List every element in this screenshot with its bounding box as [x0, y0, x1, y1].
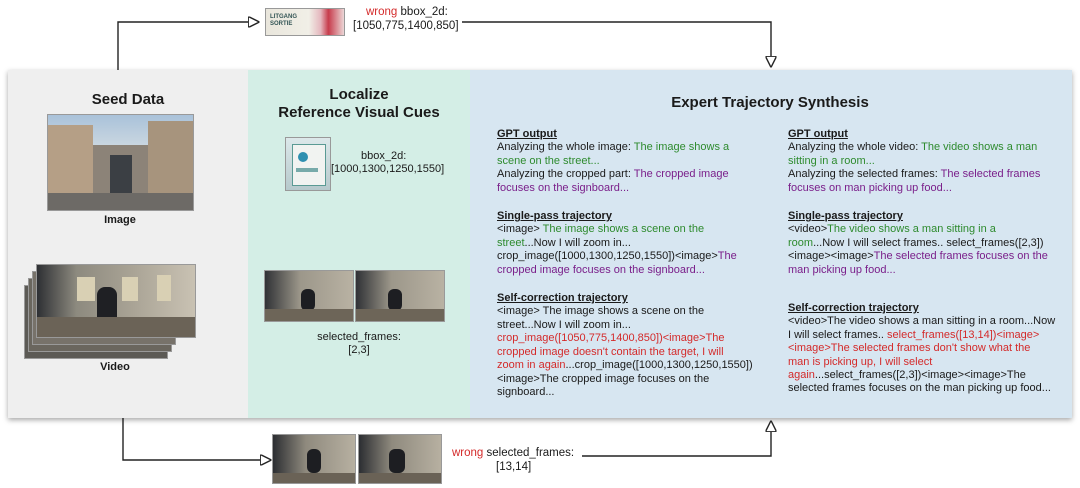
- arrow-seed-to-wrong-frames: [122, 418, 270, 460]
- synthesis-panel: [470, 70, 1072, 418]
- top-wrong-bbox-value: [1050,775,1400,850]: [353, 20, 459, 32]
- localize-frame-2: [264, 270, 354, 322]
- image-self-line5a: zoom in again: [497, 359, 566, 372]
- image-self-line6: <image>The cropped image focuses on the: [497, 372, 710, 385]
- image-gpt-line3a: Analyzing the cropped part:: [497, 168, 634, 181]
- localize-frame-3: [355, 270, 445, 322]
- image-single-heading: Single-pass trajectory: [497, 210, 612, 223]
- image-single-line2b: ...Now I will zoom in...: [524, 236, 631, 249]
- video-self-line5b: ...select_frames([2,3])<image><image>The: [814, 369, 1026, 382]
- image-gpt-line1b: The image shows a: [633, 141, 730, 154]
- image-self-line4: cropped image doesn't contain the target…: [497, 345, 724, 358]
- video-single-line2a: room: [788, 236, 814, 249]
- image-gpt-line3b: The cropped image: [633, 168, 729, 181]
- video-self-block: Self-correction trajectory <video>The vi…: [788, 302, 1070, 396]
- image-self-line3: crop_image([1050,775,1400,850])<image>Th…: [497, 332, 725, 345]
- synthesis-title: Expert Trajectory Synthesis: [671, 94, 869, 111]
- video-single-heading: Single-pass trajectory: [788, 210, 903, 223]
- seed-data-title: Seed Data: [91, 91, 165, 108]
- top-wrong-bbox-label: wrong bbox_2d:: [366, 6, 448, 19]
- localize-title-line2: Reference Visual Cues: [278, 104, 440, 121]
- localize-title-line1: Localize: [329, 86, 389, 103]
- video-self-line2b: select_frames([13,14])<image>: [887, 328, 1040, 341]
- video-self-line4: man is picking up, I will select: [788, 355, 933, 368]
- video-gpt-block: GPT output Analyzing the whole video: Th…: [788, 128, 1068, 277]
- image-self-line5b: ...crop_image([1000,1300,1250,1550]): [565, 359, 753, 372]
- image-self-line7: signboard...: [497, 385, 555, 398]
- video-self-line6: selected frames focuses on the man picki…: [788, 382, 1051, 395]
- image-gpt-line2: scene on the street...: [497, 154, 600, 167]
- image-self-heading: Self-correction trajectory: [497, 292, 628, 305]
- video-gpt-line3a: Analyzing the selected frames:: [788, 168, 941, 181]
- arrow-seed-to-wrong-bbox: [117, 22, 258, 70]
- video-gpt-line3b: The selected frames: [940, 168, 1041, 181]
- image-gpt-line4: focuses on the signboard...: [497, 181, 630, 194]
- image-self-line2: street...Now I will zoom in...: [497, 318, 631, 331]
- video-self-line3: <image>The selected frames don't show wh…: [788, 342, 1031, 355]
- image-single-line2a: street: [497, 236, 525, 249]
- arrow-wrong-bbox-to-synthesis: [462, 21, 771, 66]
- bottom-wrong-frames-value: [13,14]: [496, 461, 532, 473]
- bbox-label: bbox_2d:: [400, 6, 448, 18]
- video-gpt-line1a: Analyzing the whole video:: [788, 141, 922, 154]
- wrong-crop-sign-text: LITGANG SORTIE: [270, 14, 297, 27]
- video-single-line4: man picking up food...: [788, 263, 896, 276]
- localize-frames-value: [2,3]: [348, 344, 370, 356]
- image-gpt-line1a: Analyzing the whole image:: [497, 141, 634, 154]
- bottom-frames-label: selected_frames:: [486, 447, 575, 459]
- wrong-frame-13: [272, 434, 356, 484]
- localize-panel: [248, 70, 470, 418]
- bottom-wrong-tag: wrong: [452, 447, 484, 459]
- image-single-line1a: <image>: [497, 223, 543, 236]
- video-self-line1: <video>The video shows a man sitting in …: [788, 315, 1056, 328]
- video-single-line3a: <image><image>: [788, 250, 874, 263]
- image-single-line3b: The: [717, 250, 737, 263]
- video-self-heading: Self-correction trajectory: [788, 302, 919, 314]
- wrong-tag: wrong: [366, 6, 398, 18]
- localize-bbox-label: bbox_2d:: [361, 150, 407, 162]
- video-gpt-line2: sitting in a room...: [788, 154, 875, 167]
- video-single-line2b: ...Now I will select frames.. select_fra…: [813, 236, 1044, 249]
- seed-video-frame-1: [36, 264, 196, 338]
- arrow-wrong-frames-to-synthesis: [582, 422, 771, 457]
- video-single-line3b: The selected frames focuses on the: [873, 250, 1048, 263]
- bottom-wrong-frames-label: wrong selected_frames:: [452, 447, 574, 460]
- image-trajectory-column: GPT output Analyzing the whole image: Th…: [497, 128, 767, 399]
- video-gpt-line4: focuses on man picking up food...: [788, 181, 952, 194]
- localize-bbox-value: [1000,1300,1250,1550]: [331, 163, 445, 175]
- video-single-line1a: <video>: [788, 223, 828, 236]
- image-single-line3a: crop_image([1000,1300,1250,1550])<image>: [497, 250, 718, 263]
- wrong-crop-image: LITGANG SORTIE: [265, 8, 345, 36]
- localize-signboard-image: [285, 137, 331, 191]
- video-self-line2a: I will select frames..: [788, 328, 888, 341]
- image-self-line1: <image> The image shows a scene on the: [497, 305, 705, 318]
- wrong-frame-14: [358, 434, 442, 484]
- video-single-line1b: The video shows a man sitting in a: [827, 223, 996, 236]
- seed-street-image: [47, 114, 194, 211]
- video-self-line5a: again: [788, 369, 815, 382]
- image-gpt-heading: GPT output: [497, 128, 557, 140]
- localize-frames-label: selected_frames:: [317, 331, 401, 343]
- video-gpt-heading: GPT output: [788, 128, 848, 140]
- image-single-line1b: The image shows a scene on the: [542, 223, 705, 236]
- video-gpt-line1b: The video shows a man: [921, 141, 1038, 154]
- seed-video-label: Video: [100, 361, 130, 373]
- seed-image-label: Image: [104, 214, 136, 226]
- image-single-line4: cropped image focuses on the signboard..…: [497, 263, 705, 276]
